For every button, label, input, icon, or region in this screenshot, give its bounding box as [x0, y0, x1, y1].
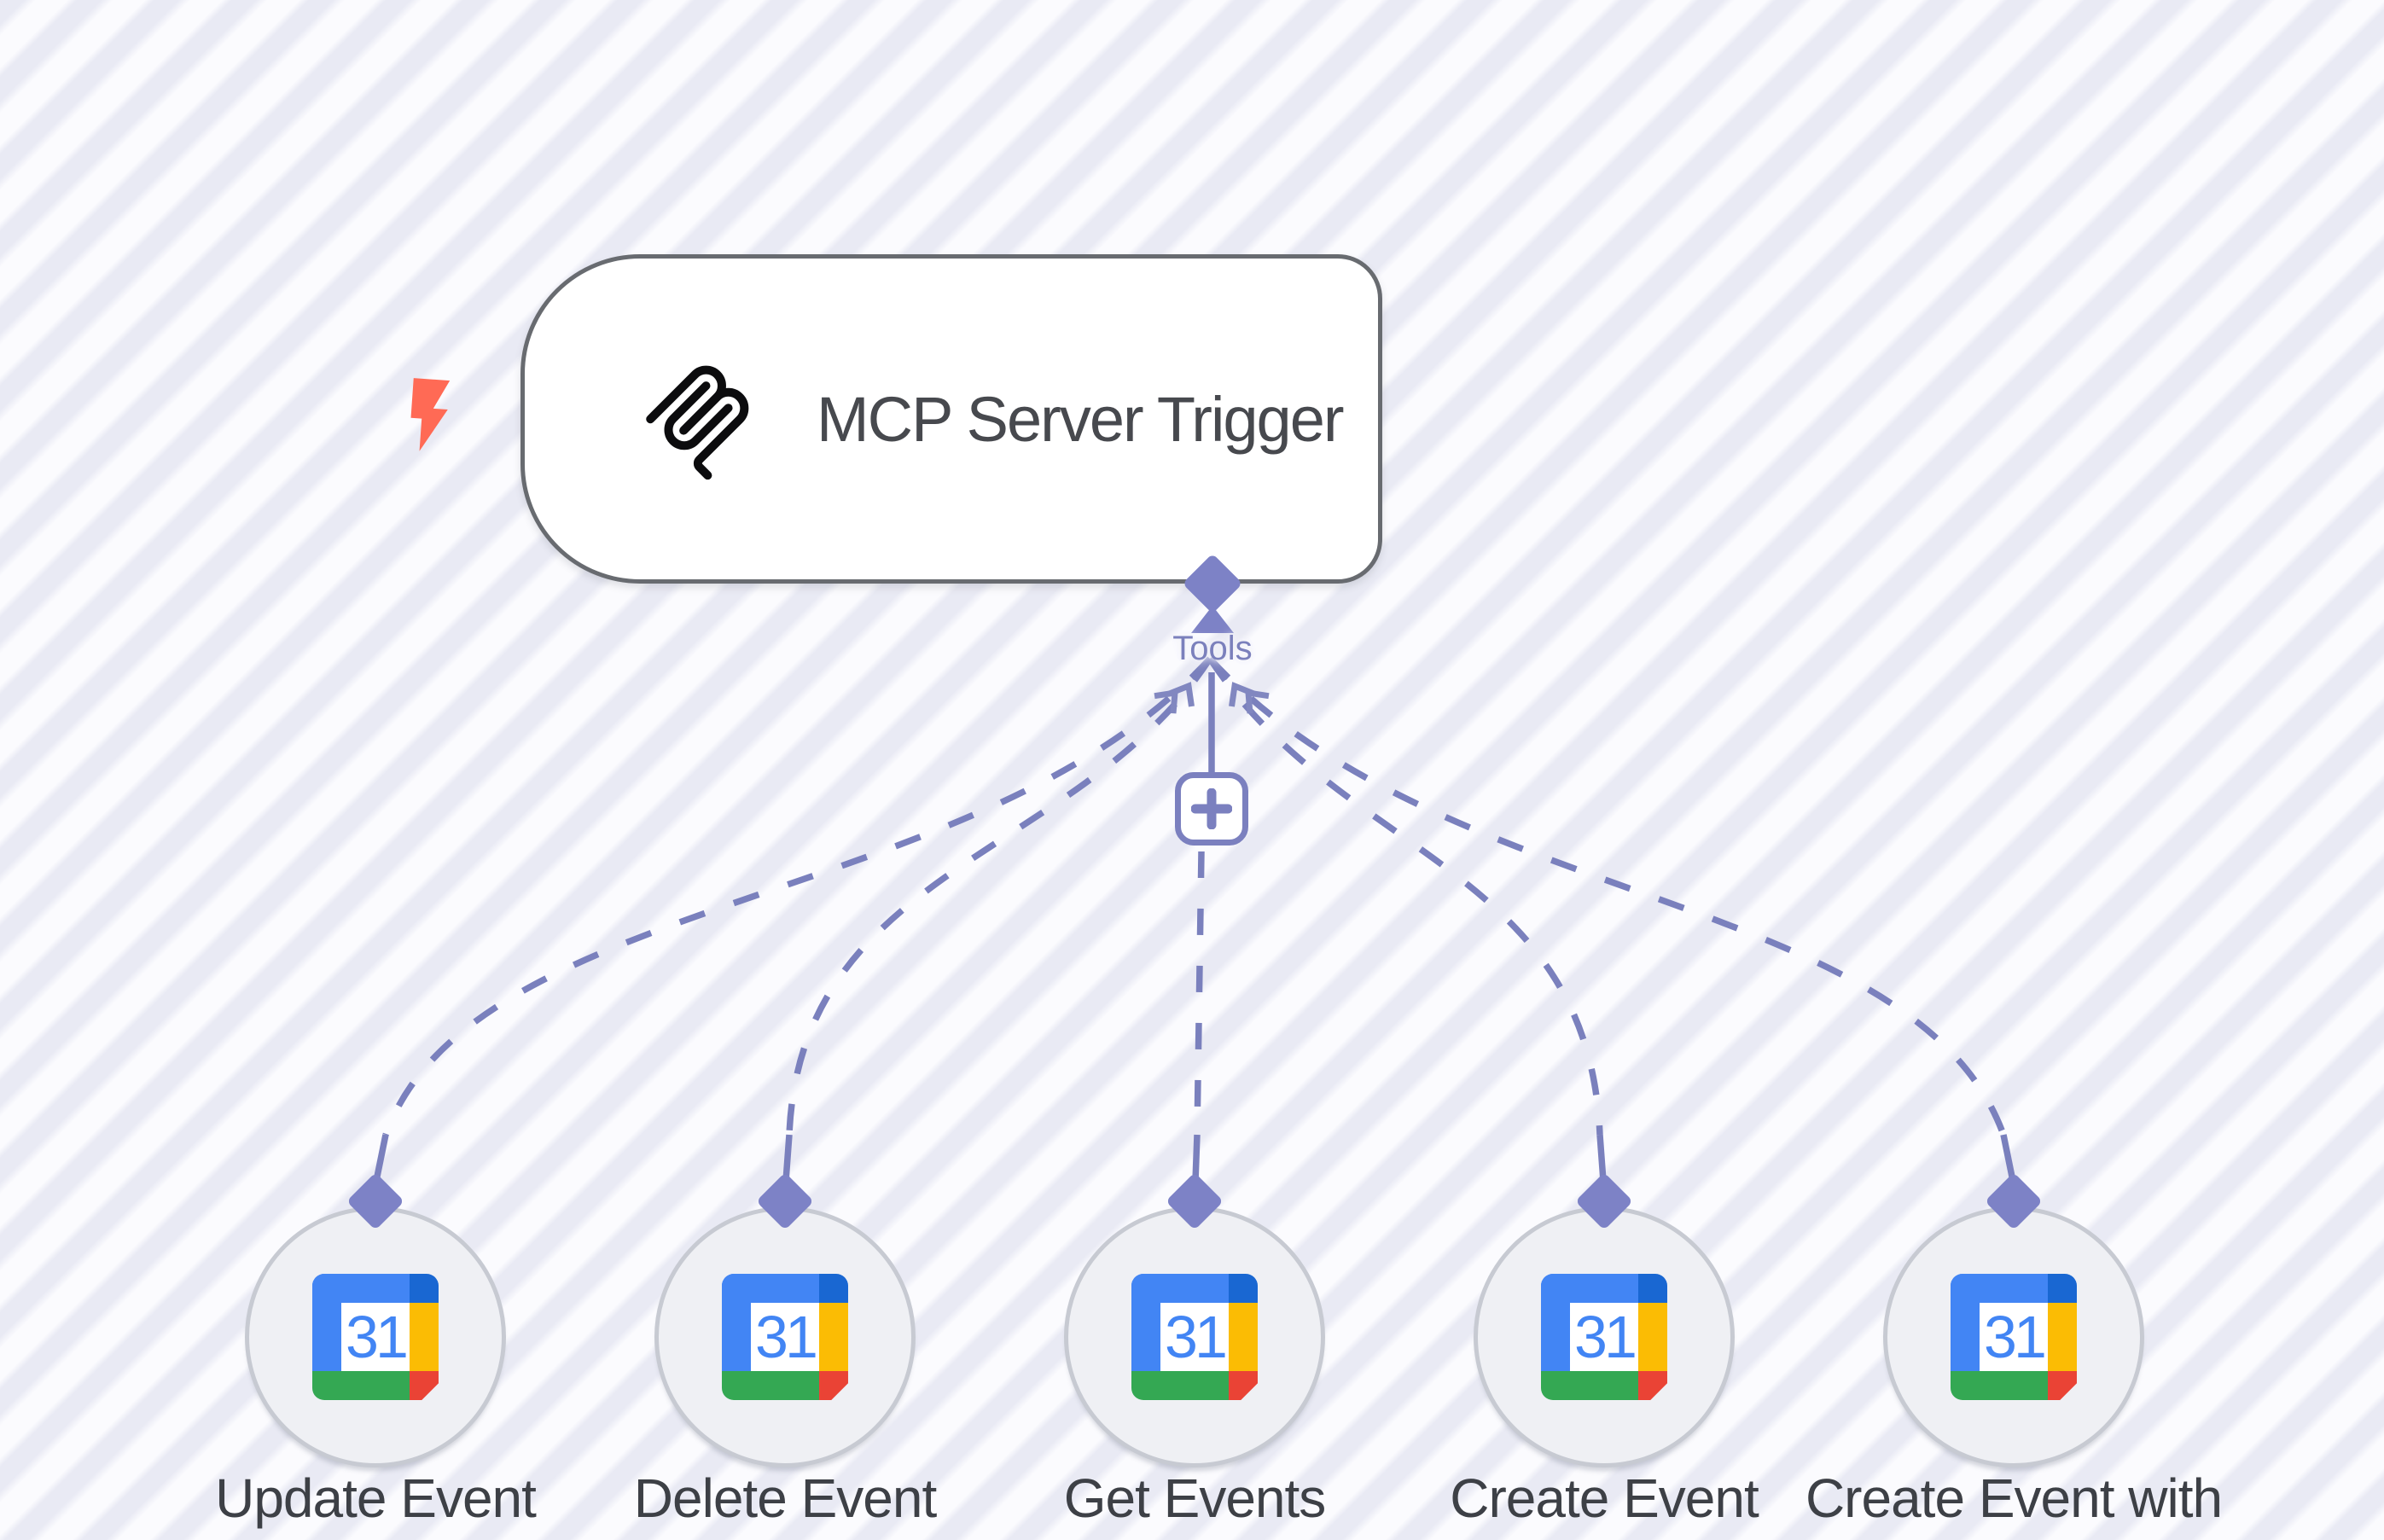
lightning-bolt-icon — [410, 378, 451, 451]
connection-end-stub — [1192, 1134, 1201, 1182]
google-calendar-icon: 31 — [1951, 1274, 2077, 1400]
connection-end-stub — [1596, 1134, 1607, 1182]
tool-node-label: Update Event — [215, 1467, 537, 1529]
connection-end-stub — [2000, 1134, 2016, 1182]
tool-input-port-diamond[interactable] — [1985, 1172, 2043, 1230]
tool-input-port-diamond[interactable] — [1575, 1172, 1633, 1230]
tool-node-circle[interactable]: 31 — [1064, 1206, 1325, 1467]
plus-icon — [1191, 788, 1232, 829]
tool-node-label: Create Event with — [1805, 1467, 2223, 1529]
google-calendar-icon: 31 — [1541, 1274, 1667, 1400]
connection-end-stub — [373, 1134, 389, 1182]
tool-input-port-diamond[interactable] — [346, 1172, 404, 1230]
tool-node-circle[interactable]: 31 — [1883, 1206, 2144, 1467]
trigger-node-mcp-server[interactable]: MCP Server Trigger — [520, 254, 1382, 584]
connection-create-event[interactable] — [1207, 656, 1603, 1136]
tool-node-label: Get Events — [1063, 1467, 1327, 1529]
tools-port-label: Tools — [1172, 630, 1253, 667]
connection-get-events[interactable] — [1194, 851, 1205, 1136]
connection-update-event[interactable] — [382, 656, 1212, 1136]
tools-connection-arrowhead — [1191, 606, 1234, 633]
tools-output-port-diamond[interactable] — [1183, 554, 1243, 614]
tool-node-label: Delete Event — [633, 1467, 937, 1529]
tool-node-circle[interactable]: 31 — [1474, 1206, 1735, 1467]
tool-node-label: Create Event — [1450, 1467, 1759, 1529]
connection-create-event-with[interactable] — [1207, 656, 2007, 1136]
google-calendar-icon: 31 — [312, 1274, 439, 1400]
trigger-node-title: MCP Server Trigger — [817, 383, 1344, 455]
connection-arrowheads — [1154, 682, 1270, 714]
tool-input-port-diamond[interactable] — [756, 1172, 814, 1230]
tool-node-circle[interactable]: 31 — [245, 1206, 506, 1467]
google-calendar-icon: 31 — [722, 1274, 848, 1400]
mcp-logo-icon — [646, 365, 749, 480]
add-tool-button[interactable] — [1175, 772, 1248, 846]
google-calendar-icon: 31 — [1131, 1274, 1258, 1400]
connection-end-stub — [782, 1134, 793, 1182]
tool-node-circle[interactable]: 31 — [654, 1206, 916, 1467]
tool-input-port-diamond[interactable] — [1166, 1172, 1224, 1230]
